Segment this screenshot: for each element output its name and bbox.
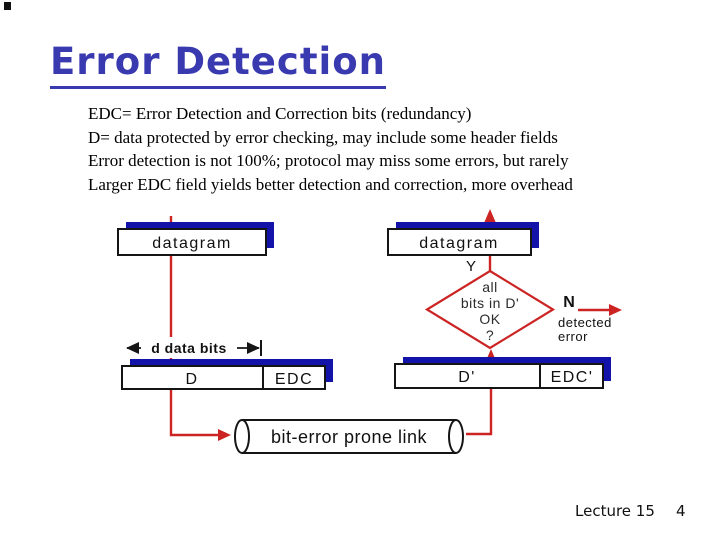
page-title: Error Detection: [50, 40, 386, 89]
arrow-up-datagram-icon: [484, 209, 496, 223]
measure-label-bg: [141, 337, 237, 358]
box-face: [117, 228, 267, 256]
cylinder-right-cap: [448, 419, 464, 454]
receiver-datagram-label: datagram: [419, 235, 499, 252]
box-face: [394, 363, 604, 389]
d-data-bits-label: d data bits: [151, 340, 227, 356]
decision-diamond: all bits in D' OK ?: [424, 269, 556, 350]
arrow-no-icon: [609, 304, 622, 316]
d-field-label: D: [185, 371, 198, 388]
diamond-text-line: ?: [486, 327, 494, 343]
body-line: D= data protected by error checking, may…: [88, 127, 558, 147]
dprime-edcprime-box: D' EDC': [394, 357, 611, 389]
yes-label: Y: [466, 258, 476, 275]
cylinder-body: [242, 420, 456, 453]
detected-label: detected: [558, 315, 612, 330]
link-label: bit-error prone link: [271, 427, 428, 447]
arrow-into-link-icon: [218, 429, 231, 441]
footer: Lecture 15 4: [0, 502, 720, 526]
no-label: N: [563, 294, 575, 311]
receiver-datagram-box: datagram: [387, 222, 539, 256]
body-text-block: EDC= Error Detection and Correction bits…: [88, 102, 688, 196]
sender-datagram-label: datagram: [152, 235, 232, 252]
body-line: Error detection is not 100%; protocol ma…: [88, 151, 569, 170]
edcprime-field-label: EDC': [551, 369, 594, 386]
sender-flow-line: [169, 216, 218, 437]
error-label: error: [558, 329, 588, 344]
d-data-bits-measure: d data bits: [126, 337, 262, 358]
box-face: [121, 365, 326, 390]
dprime-field-label: D': [458, 369, 476, 386]
diamond-shape: [424, 269, 556, 350]
footer-lecture-label: Lecture 15: [575, 502, 655, 520]
edc-field-label: EDC: [275, 371, 313, 388]
link-cylinder: bit-error prone link: [234, 419, 464, 454]
box-face: [387, 228, 532, 256]
corner-mark: [4, 2, 11, 10]
measure-right-arrow-icon: [247, 342, 260, 354]
body-line: Larger EDC field yields better detection…: [88, 174, 573, 194]
footer-page-number: 4: [676, 502, 686, 520]
d-edc-box: D EDC: [121, 359, 333, 390]
diamond-text-line: bits in D': [461, 295, 519, 311]
sender-datagram-box: datagram: [117, 222, 274, 256]
diamond-text-line: OK: [479, 311, 500, 327]
measure-left-arrow-icon: [126, 342, 139, 354]
body-line: EDC= Error Detection and Correction bits…: [88, 104, 472, 123]
cylinder-left-cap: [234, 419, 250, 454]
diamond-text-line: all: [482, 279, 498, 295]
